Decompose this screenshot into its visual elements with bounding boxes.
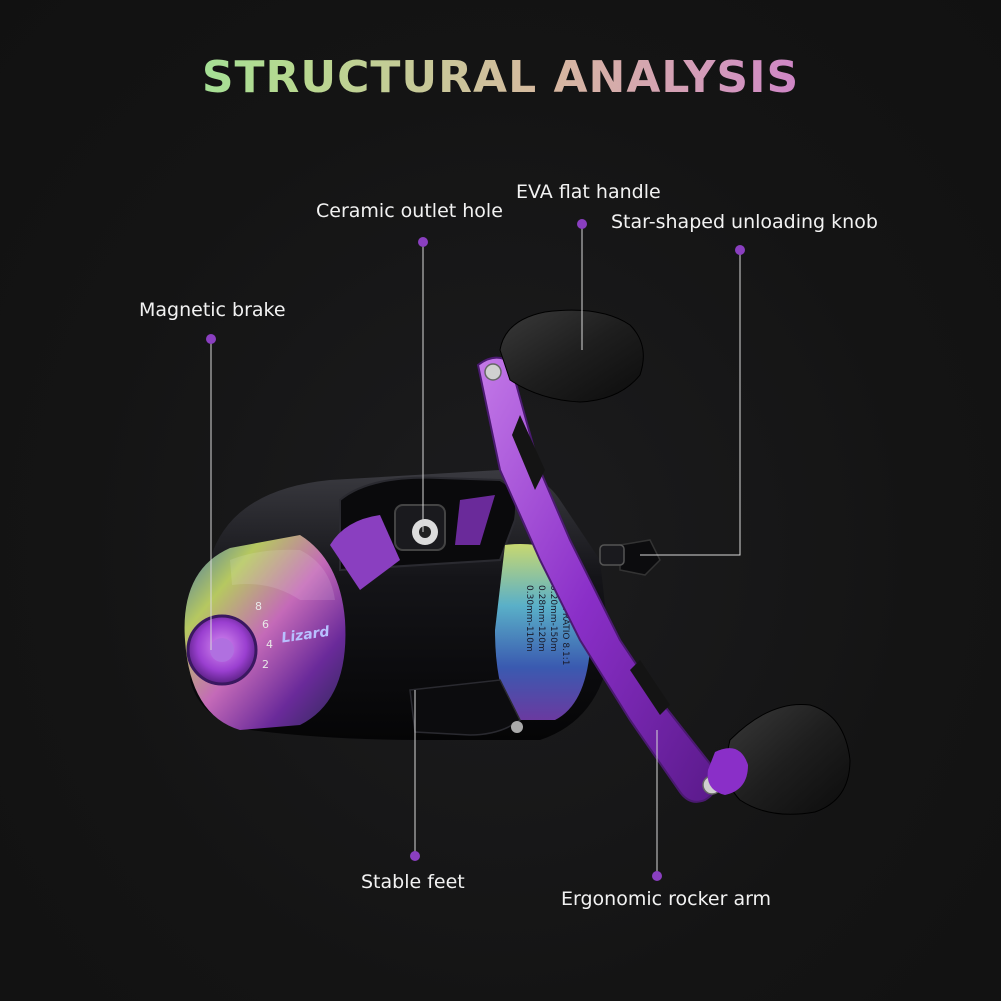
handle-arm-slot-2 bbox=[630, 660, 670, 715]
ceramic-outlet-inner bbox=[419, 526, 431, 538]
brand-logo: Lizard bbox=[281, 624, 332, 647]
svg-text:8: 8 bbox=[255, 600, 262, 613]
line-capacity-2: 0.28mm-120m bbox=[536, 585, 546, 652]
arm-center-nut bbox=[599, 544, 625, 566]
foot-screw bbox=[511, 721, 523, 733]
label-stable-feet: Stable feet bbox=[361, 871, 465, 893]
dot-icon bbox=[418, 237, 428, 247]
knob-bottom-collar bbox=[707, 748, 748, 795]
handle-knob-top bbox=[499, 309, 644, 403]
gear-ratio-print: GEAR RATIO 8.1:1 bbox=[560, 585, 570, 665]
line-capacity-1: 0.20mm-150m bbox=[548, 585, 558, 652]
dot-icon bbox=[577, 219, 587, 229]
label-eva-flat-handle: EVA flat handle bbox=[516, 181, 661, 203]
label-ceramic-outlet-hole: Ceramic outlet hole bbox=[316, 200, 503, 222]
arm-pivot-top bbox=[484, 363, 502, 381]
leader-star bbox=[640, 250, 741, 556]
page-title: STRUCTURAL ANALYSIS bbox=[0, 48, 1001, 108]
reel-foot bbox=[409, 679, 521, 736]
star-drag-knob bbox=[619, 539, 661, 576]
handle-arm-slot bbox=[512, 415, 545, 490]
line-capacity-3: 0.30mm-110m bbox=[524, 585, 534, 652]
dot-icon bbox=[735, 245, 745, 255]
label-magnetic-brake: Magnetic brake bbox=[139, 299, 286, 321]
handle-knob-bottom bbox=[726, 703, 851, 815]
frame-purple-accent-2 bbox=[455, 495, 495, 545]
label-ergonomic-rocker-arm: Ergonomic rocker arm bbox=[561, 888, 772, 910]
dot-icon bbox=[206, 334, 216, 344]
svg-text:2: 2 bbox=[262, 658, 269, 671]
svg-text:6: 6 bbox=[262, 618, 269, 631]
dot-icon bbox=[652, 871, 662, 881]
dot-icon bbox=[410, 851, 420, 861]
frame-purple-accent bbox=[330, 515, 400, 590]
label-star-shaped-unloading-knob: Star-shaped unloading knob bbox=[611, 211, 878, 233]
brake-dial-center bbox=[210, 638, 234, 662]
side-plate-shine bbox=[230, 549, 335, 600]
svg-text:4: 4 bbox=[266, 638, 273, 651]
